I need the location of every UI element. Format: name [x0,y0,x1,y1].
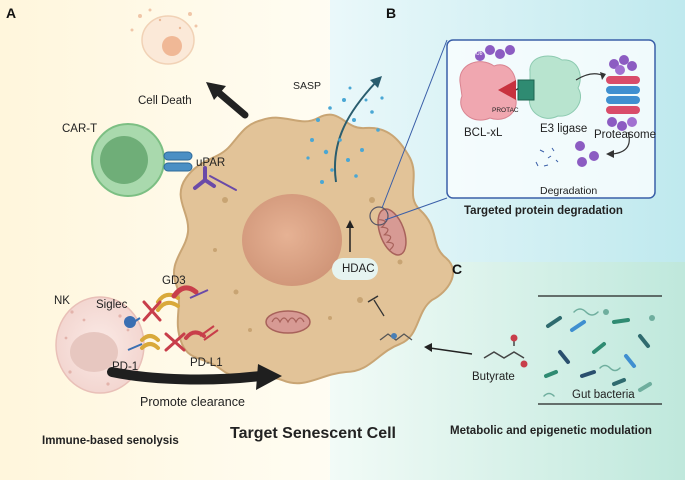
zoom-line-upper [381,39,448,209]
to-degradation-arrowhead [606,150,614,158]
nk-nucleus [70,332,118,372]
siglec-receptor [124,316,136,328]
promote-clearance-label: Promote clearance [140,395,245,409]
cell-death-arrowhead [206,82,226,100]
butyrate-molecule-inside [379,333,413,341]
nucleus [242,194,342,286]
protac-label: PROTAC [492,107,519,114]
panel-label-a: A [6,5,17,21]
immune-title: Immune-based senolysis [42,435,179,447]
butyrate-arrowhead [424,343,432,352]
sasp-arrow [333,81,377,183]
hdac-inhibition-line [373,299,385,317]
e3-ligase [528,55,581,119]
e3-ligase-label: E3 ligase [540,123,588,135]
metabolic-title: Metabolic and epigenetic modulation [450,425,652,437]
protac-warhead [498,80,516,100]
sasp-arrowhead [370,76,382,88]
peptide-fragments [535,147,559,167]
butyrate-molecule [483,334,528,368]
hdac-label: HDAC [342,263,375,275]
cell-death-label: Cell Death [138,95,192,107]
pdl1-label: PD-L1 [190,357,223,369]
gut-bacteria [543,308,655,397]
nk-label: NK [54,295,70,307]
zoom-circle [369,206,389,226]
car-receptor [163,151,193,172]
car-t-label: CAR-T [62,123,98,135]
pdl1-ligand [184,325,219,341]
upar-label: uPAR [196,157,226,169]
butyrate-label: Butyrate [472,371,515,383]
cell-death-arrow [214,88,249,119]
gd3-receptor [156,285,209,312]
ub-tag: Ub [476,51,483,57]
to-proteasome-arrowhead [600,72,606,80]
sasp-label: SASP [293,80,322,92]
nk-granules [64,310,130,386]
car-t-nucleus [100,136,148,184]
pd1-receptor [127,334,160,351]
center-title: Target Senescent Cell [230,425,396,442]
pd1-label: PD-1 [112,361,139,373]
tpd-title: Targeted protein degradation [464,205,623,217]
gut-bacteria-label: Gut bacteria [572,389,635,401]
degradation-label: Degradation [540,185,598,197]
upar-receptor [193,166,237,191]
gd3-label: GD3 [162,275,186,287]
hdac-inhibition-bar [367,295,379,303]
cell-granules [213,197,403,332]
panel-label-c: C [452,261,463,277]
zoom-line-lower [384,197,448,221]
hdac-arrowhead [346,220,354,228]
siglec-label: Siglec [96,299,128,311]
mitochondrion-lower [265,310,311,334]
proteasome [606,55,640,131]
e3-binder [517,79,535,101]
free-ubiquitin [575,141,599,167]
bcl-xl-label: BCL-xL [464,127,503,139]
ubiquitin-chain [475,45,515,61]
sasp-dots [306,86,384,184]
hdac-pill [332,258,378,280]
clearance-arrow [107,367,265,385]
panel-label-b: B [386,5,397,21]
dying-cell-illustration [130,8,198,65]
to-degradation-arrow [611,131,630,155]
block-crosses [142,300,186,352]
butyrate-arrow [429,347,473,355]
proteasome-label: Proteasome [594,129,657,141]
clearance-arrowhead [256,364,282,390]
